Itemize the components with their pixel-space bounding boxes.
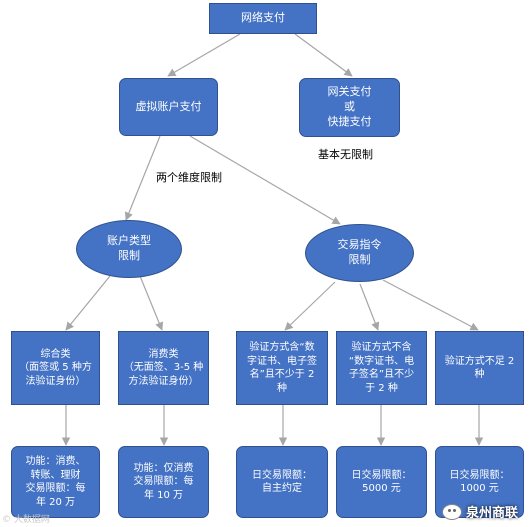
edge-accounttype-consumer (139, 275, 164, 331)
edge-root-gateway (294, 33, 353, 77)
label-two-dimensions: 两个维度限制 (156, 171, 222, 184)
node-func-comprehensive: 功能：消费、 转账、理财 交易限额：每 年 20 万 (11, 446, 100, 518)
node-daily-limit-self: 日交易限额： 自主约定 (236, 446, 328, 518)
edge-transaction-nocert (359, 283, 380, 331)
watermark-right: 泉州商联 (441, 502, 518, 521)
node-verify-under-two: 验证方式不足 2 种 (435, 331, 524, 405)
edge-transaction-undertwo (382, 279, 479, 331)
edge-root-virtual (167, 33, 241, 77)
node-func-consumer: 功能：仅消费 交易限额：每 年 10 万 (118, 446, 209, 518)
node-account-type-limit: 账户类型 限制 (76, 220, 182, 278)
node-transaction-instruction-limit: 交易指令 限制 (305, 224, 414, 282)
node-gateway-quick-payment: 网关支付 或 快捷支付 (299, 78, 400, 137)
edge-accounttype-comprehensive (65, 275, 111, 331)
watermark-right-label: 泉州商联 (465, 506, 518, 521)
node-verify-without-cert: 验证方式不含 “数字证书、电 子签名”且不少 于 2 种 (336, 331, 427, 405)
node-consumer-class: 消费类 （无面签、3-5 种 方法验证身份） (118, 331, 209, 405)
label-no-limit: 基本无限制 (318, 148, 373, 161)
edge-virtual-transaction (189, 135, 341, 225)
node-daily-limit-5000: 日交易限额： 5000 元 (336, 446, 427, 518)
node-virtual-account-payment: 虚拟账户支付 (119, 78, 218, 136)
node-verify-with-cert: 验证方式含“数 字证书、电子签 名”且不少于 2 种 (236, 331, 328, 405)
node-network-payment: 网络支付 (209, 3, 317, 34)
edge-virtual-accounttype (124, 135, 161, 221)
edge-transaction-cert (284, 281, 336, 331)
wechat-icon (441, 503, 462, 520)
watermark-left: © 大数据网 (2, 515, 50, 525)
node-comprehensive-class: 综合类 （面签或 5 种方 法验证身份） (11, 331, 100, 405)
